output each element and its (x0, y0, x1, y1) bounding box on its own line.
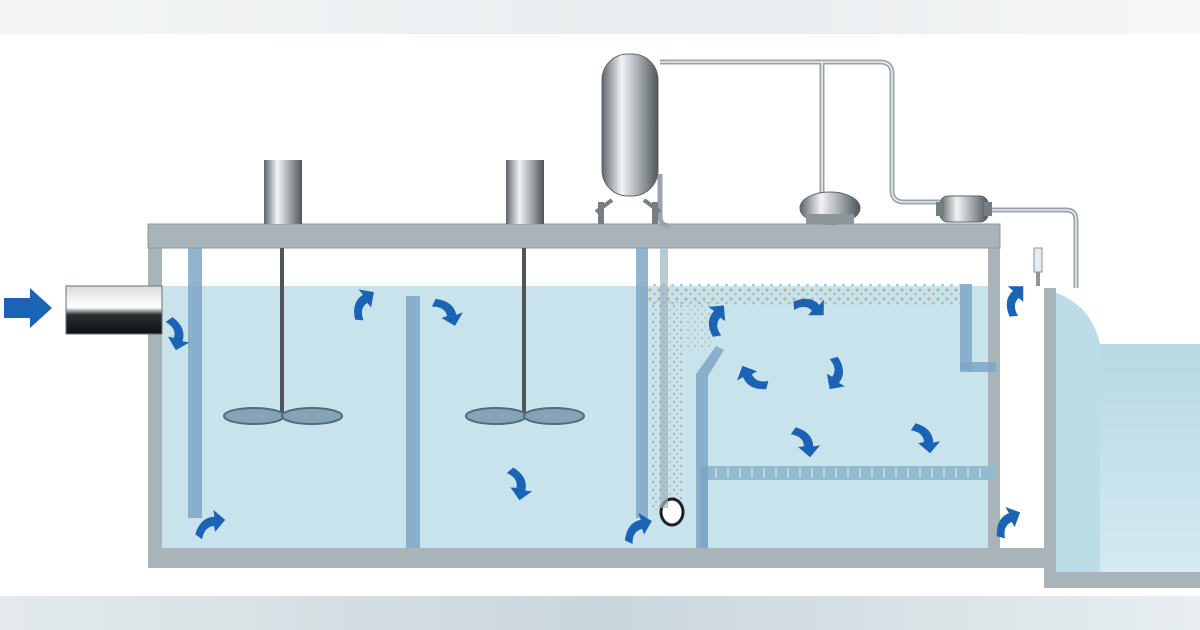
outlet-tank (1044, 288, 1200, 588)
inlet-pipe (65, 285, 163, 335)
baffles (188, 248, 996, 548)
pressure-vessel-icon (594, 53, 662, 224)
bottom-band (0, 596, 1200, 630)
air-valve (936, 195, 992, 223)
pipework (657, 59, 1079, 288)
mixer-2 (465, 160, 585, 425)
mixer-motor-icon (506, 160, 544, 224)
flow-arrow-icon (4, 288, 52, 328)
mixer-motor-icon (264, 160, 302, 224)
flow-arrows (4, 278, 1035, 547)
top-band (0, 0, 1200, 34)
tank-structure (147, 223, 1048, 568)
mixer-1 (223, 160, 343, 425)
level-probe (1033, 247, 1043, 286)
recycle-line (660, 248, 668, 508)
pump-icon (799, 191, 861, 225)
